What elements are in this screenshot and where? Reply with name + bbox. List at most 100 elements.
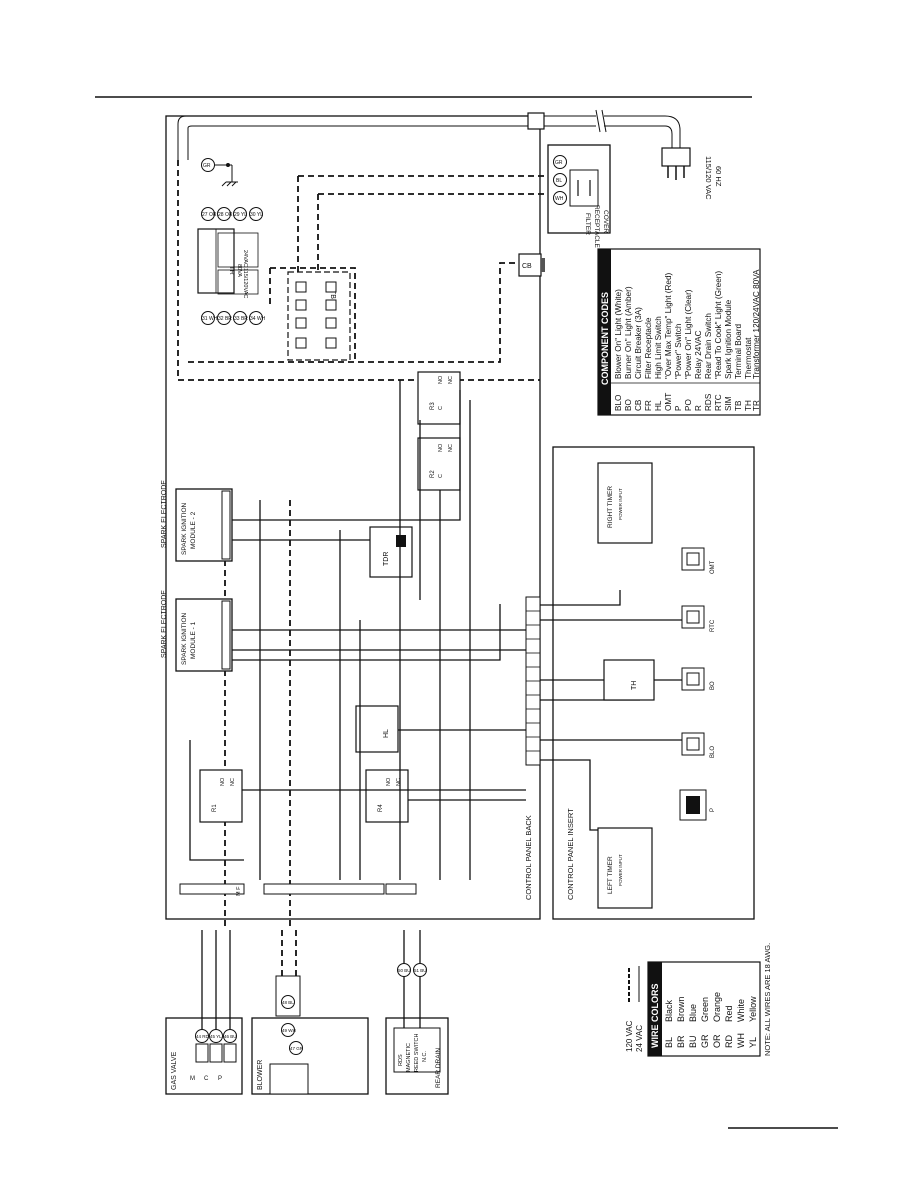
cb-label: CB xyxy=(522,263,532,270)
svg-text:P: P xyxy=(218,1076,222,1082)
legend-code-4: GR xyxy=(700,1034,710,1048)
code-desc-4: Filter Receptacle xyxy=(644,317,653,379)
svg-text:NO: NO xyxy=(220,777,226,786)
code-desc-1: Blower On" Light (White) xyxy=(614,289,623,379)
svg-text:32 BR: 32 BR xyxy=(218,316,232,322)
supply-frequency: 60 HZ xyxy=(714,166,723,187)
tr-115: 115/120VAC xyxy=(242,268,248,298)
code-14: TH xyxy=(744,400,753,411)
code-desc-10: Rear Drain Switch xyxy=(704,313,713,379)
svg-text:NO: NO xyxy=(438,443,444,452)
tb-label: TB xyxy=(329,290,336,299)
code-13: TB xyxy=(734,400,743,411)
control-panel-back-label: CONTROL PANEL BACK xyxy=(524,815,533,900)
filter-receptacle: FILTER RECEPTACLE COVER GR BL WH xyxy=(547,144,611,249)
legend-24vac: 24 VAC xyxy=(635,1025,644,1052)
tr-label: TR xyxy=(228,266,235,275)
code-desc-9: Relay 24VAC xyxy=(694,330,703,379)
svg-text:R2: R2 xyxy=(430,470,436,478)
blo-light: BLO xyxy=(681,732,716,758)
code-2: BO xyxy=(624,399,633,411)
svg-text:BL: BL xyxy=(556,178,562,184)
code-desc-11: "Read To Cook" Light (Green) xyxy=(714,271,723,379)
svg-text:RDS: RDS xyxy=(398,1054,404,1066)
svg-text:45 YL: 45 YL xyxy=(210,1034,222,1039)
rear-drain-switch: RDS MAGNETIC REED SWITCH N.C. REAR DRAIN… xyxy=(385,930,449,1095)
left-timer: LEFT TIMER POWER INPUT xyxy=(597,827,653,909)
svg-text:31 WH: 31 WH xyxy=(202,316,218,322)
svg-text:TDR: TDR xyxy=(383,552,390,566)
svg-text:GR: GR xyxy=(555,160,563,166)
code-desc-8: "Power On" Light (Clear) xyxy=(684,289,693,379)
svg-text:M: M xyxy=(190,1076,195,1082)
filter-label-2: RECEPTACLE xyxy=(593,205,600,249)
code-3: CB xyxy=(634,399,643,411)
right-timer: RIGHT TIMER POWER INPUT xyxy=(597,462,653,544)
svg-text:MODULE - 1: MODULE - 1 xyxy=(190,621,197,659)
code-10: RDS xyxy=(704,393,713,411)
code-desc-3: Circuit Breaker (3A) xyxy=(634,307,643,379)
legend-name-3: Blue xyxy=(688,1004,698,1022)
svg-text:N.C.: N.C. xyxy=(422,1051,428,1062)
code-7: P xyxy=(674,405,683,411)
svg-text:NC: NC xyxy=(396,778,402,786)
control-wiring xyxy=(189,380,690,880)
legend-title-bar xyxy=(648,962,662,1056)
code-5: HL xyxy=(654,400,663,411)
svg-text:SPARK IGNITION: SPARK IGNITION xyxy=(181,612,188,665)
terminal-strip-back xyxy=(525,596,541,766)
code-desc-15: Transformer 120/24VAC 80VA xyxy=(752,269,761,379)
supply-voltage: 115/120 VAC xyxy=(704,156,713,200)
power-cord: 115/120 VAC 60 HZ xyxy=(177,109,723,200)
svg-text:MODULE - 2: MODULE - 2 xyxy=(190,511,197,549)
wire-color-legend: 120 VAC 24 VAC WIRE COLORS BL Black BR B… xyxy=(625,943,772,1057)
svg-text:RTC: RTC xyxy=(710,619,716,632)
svg-text:BO: BO xyxy=(710,681,716,690)
legend-name-8: Yellow xyxy=(748,996,758,1022)
svg-text:GAS VALVE: GAS VALVE xyxy=(171,1051,178,1090)
svg-text:R3: R3 xyxy=(430,402,436,410)
svg-text:REAR DRAIN: REAR DRAIN xyxy=(435,1048,442,1088)
svg-text:NC: NC xyxy=(230,778,236,786)
omt-light: OMT xyxy=(681,547,716,574)
legend-name-4: Green xyxy=(700,997,710,1022)
svg-text:REED SWITCH: REED SWITCH xyxy=(414,1033,420,1072)
power-switch: P xyxy=(679,789,716,821)
svg-text:28 OR: 28 OR xyxy=(218,212,233,218)
tr-va: 80VA xyxy=(236,264,242,277)
svg-text:33 BR: 33 BR xyxy=(234,316,248,322)
legend-code-6: RD xyxy=(724,1035,734,1048)
svg-text:49 WH: 49 WH xyxy=(282,1028,296,1033)
svg-text:HL: HL xyxy=(383,729,390,738)
filter-label-3: COVER xyxy=(602,210,609,233)
svg-text:46 BU: 46 BU xyxy=(224,1034,237,1039)
legend-code-1: BL xyxy=(664,1037,674,1048)
svg-text:34 WH: 34 WH xyxy=(250,316,266,322)
svg-text:51 BU: 51 BU xyxy=(414,968,427,973)
code-11: RTC xyxy=(714,394,723,411)
svg-text:29 YL: 29 YL xyxy=(234,212,247,218)
legend-name-2: Brown xyxy=(676,996,686,1022)
svg-text:BLO: BLO xyxy=(710,746,716,758)
plug-body xyxy=(661,147,691,167)
time-delay-relay: TDR xyxy=(369,526,413,578)
codes-title: COMPONENT CODES xyxy=(600,292,610,385)
legend-code-7: WH xyxy=(736,1033,746,1048)
code-4: FR xyxy=(644,400,653,411)
svg-text:NO: NO xyxy=(438,375,444,384)
svg-text:C: C xyxy=(438,406,444,410)
control-panel-insert-outline xyxy=(552,446,755,920)
svg-text:SPARK IGNITION: SPARK IGNITION xyxy=(181,502,188,555)
blower: BLOWER 48 BL 49 WH 47 GR xyxy=(251,930,369,1095)
relay-r1: R1 NO NC xyxy=(199,769,243,823)
legend-code-3: BU xyxy=(688,1035,698,1048)
svg-text:OMT: OMT xyxy=(710,560,716,574)
svg-text:R1: R1 xyxy=(212,804,218,812)
ground-tag xyxy=(201,158,215,172)
svg-text:50 BU: 50 BU xyxy=(398,968,411,973)
svg-text:POWER INPUT: POWER INPUT xyxy=(618,488,623,520)
svg-text:47 GR: 47 GR xyxy=(290,1046,304,1051)
code-12: SIM xyxy=(724,396,733,411)
svg-text:C: C xyxy=(438,474,444,478)
legend-name-1: Black xyxy=(664,999,674,1022)
